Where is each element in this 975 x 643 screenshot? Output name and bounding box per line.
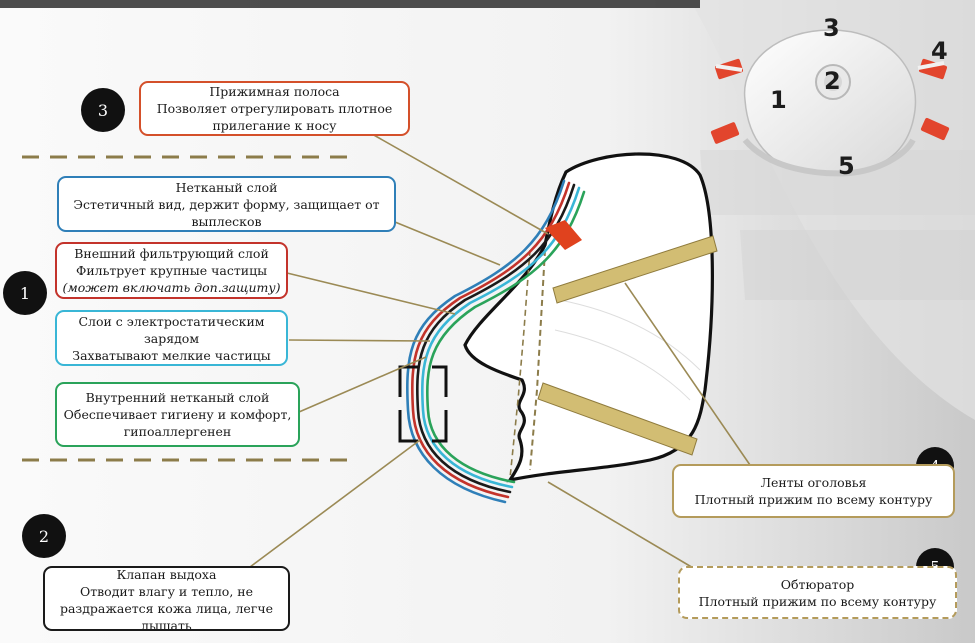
mask-seal	[742, 137, 916, 177]
callout-title: Внешний фильтрующий слой	[74, 246, 269, 261]
callout-text: Обеспечивает гигиену и комфорт,	[63, 407, 292, 422]
header-strip-shadow	[0, 0, 700, 8]
connector-straps	[624, 282, 751, 466]
photo-mark-1: 1	[770, 86, 787, 114]
callout-text: (может включать доп.защиту)	[62, 280, 281, 295]
callout-text: зарядом	[143, 330, 200, 346]
callout-text: прилегание к носу	[212, 118, 337, 133]
valve-bracket	[432, 410, 448, 443]
callout-text: выплесков	[191, 213, 262, 229]
nose-strip	[545, 220, 582, 250]
background-sweep	[700, 150, 975, 215]
callout-obturator: Обтюратор Плотный прижим по всему контур…	[678, 566, 957, 619]
badge-2: 2	[22, 514, 66, 558]
callout-title: Внутренний нетканый слой	[85, 390, 270, 405]
callout-title: Нетканый слой	[175, 179, 278, 195]
clip-icon	[920, 117, 950, 141]
connector-obturator	[547, 481, 701, 573]
callout-text: Плотный прижим по всему контуру	[698, 593, 937, 609]
callout-outer-filter: Внешний фильтрующий слой Фильтрует крупн…	[55, 242, 288, 299]
badge-1: 1	[3, 271, 47, 315]
valve-icon-inner	[824, 73, 842, 91]
layer-cyan	[421, 186, 581, 489]
clip-icon	[710, 122, 740, 144]
connector-outer-filter	[286, 272, 456, 315]
valve-bracket	[432, 365, 448, 397]
callout-title: Обтюратор	[780, 576, 855, 592]
strap-line-icon	[917, 61, 945, 70]
callout-text: гипоаллергенен	[123, 424, 232, 439]
connector-electrostatic	[288, 339, 431, 342]
connector-inner-nonwoven	[298, 356, 427, 413]
callout-text: Позволяет отрегулировать плотное	[156, 101, 393, 116]
badge-3: 3	[81, 88, 125, 132]
callout-text: Захватывают мелкие частицы	[72, 347, 271, 363]
callout-text: Эстетичный вид, держит форму, защищает о…	[73, 196, 380, 212]
callout-text: Плотный прижим по всему контуру	[694, 492, 933, 507]
callout-text: Отводит влагу и тепло, не	[79, 584, 254, 599]
layer-black	[416, 183, 576, 494]
face-contour	[559, 299, 701, 371]
callout-text: Фильтрует крупные частицы	[75, 263, 268, 278]
connector-nonwoven	[394, 221, 501, 266]
callout-valve: Клапан выдоха Отводит влагу и тепло, не …	[43, 566, 290, 631]
head-profile	[463, 152, 714, 483]
photo-mark-4: 4	[931, 37, 948, 65]
connector-nose-strip	[371, 133, 549, 235]
connector-lines	[249, 133, 751, 573]
callout-inner-nonwoven: Внутренний нетканый слой Обеспечивает ги…	[55, 382, 300, 447]
valve-bracket	[398, 410, 418, 443]
valve-bracket	[398, 365, 418, 397]
head-strap-lower	[537, 382, 698, 456]
strap-line-icon	[715, 64, 743, 72]
photo-mark-3: 3	[823, 14, 840, 42]
layer-green	[426, 190, 586, 484]
layer-blue	[406, 179, 566, 504]
photo-mark-2: 2	[824, 67, 841, 95]
callout-nonwoven: Нетканый слой Эстетичный вид, держит фор…	[57, 176, 396, 232]
connector-valve	[249, 439, 421, 568]
callout-title: Ленты оголовья	[760, 475, 867, 490]
callout-straps: Ленты оголовья Плотный прижим по всему к…	[672, 464, 955, 518]
head-strap-upper	[552, 235, 718, 304]
callout-title: Слои с электростатическим	[78, 313, 265, 329]
callout-nose-strip: Прижимная полоса Позволяет отрегулироват…	[139, 81, 410, 136]
mask-product-image	[710, 29, 950, 177]
callout-text: раздражается кожа лица, легче	[59, 601, 274, 616]
callout-title: Клапан выдоха	[116, 567, 217, 582]
obturator-seal	[529, 249, 546, 471]
photo-mark-5: 5	[838, 152, 855, 180]
background-sweep	[740, 230, 975, 300]
callout-text: дышать	[141, 618, 192, 631]
callout-electrostatic: Слои с электростатическим зарядом Захват…	[55, 310, 288, 366]
obturator-seal	[509, 249, 531, 479]
face-contour	[554, 329, 691, 401]
callout-title: Прижимная полоса	[209, 84, 340, 99]
